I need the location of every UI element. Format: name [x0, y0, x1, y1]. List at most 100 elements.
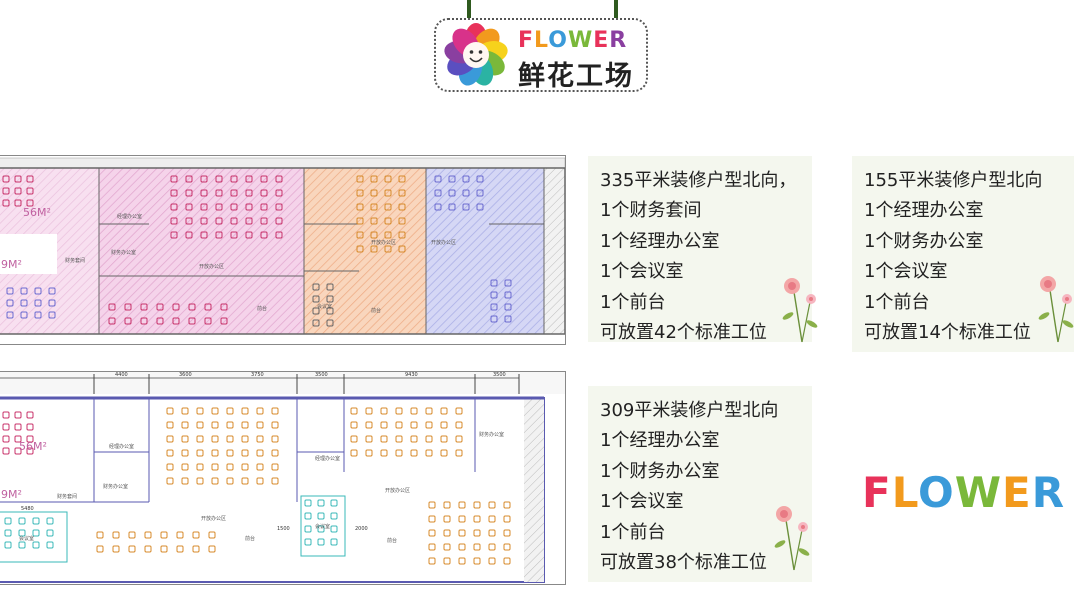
desk — [490, 279, 498, 287]
desk — [443, 515, 451, 523]
desk — [172, 303, 180, 311]
desk — [215, 175, 223, 183]
logo-wordmark-cn: 鲜花工场 — [518, 61, 634, 92]
desk — [410, 435, 418, 443]
desk — [356, 231, 364, 239]
desk — [2, 411, 10, 419]
desk — [384, 175, 392, 183]
desk — [458, 501, 466, 509]
card1-line-5: 可放置42个标准工位 — [600, 322, 767, 344]
flower-wordmark-letter: E — [1002, 468, 1032, 517]
desk — [32, 541, 40, 549]
desk — [200, 175, 208, 183]
card3-line-5: 可放置38个标准工位 — [600, 552, 767, 574]
flower-sprig-icon — [774, 506, 810, 571]
desk — [96, 531, 104, 539]
plan2-dim-4: 9430 — [405, 372, 418, 378]
desk — [326, 307, 334, 315]
plan1-label-reception2: 前台 — [371, 307, 381, 314]
desk — [14, 435, 22, 443]
desk — [365, 421, 373, 429]
desk — [256, 463, 264, 471]
desk — [473, 501, 481, 509]
desk — [256, 435, 264, 443]
desk — [196, 421, 204, 429]
plan1-area-56: 56M² — [23, 206, 51, 219]
plan1-label-open3: 开放办公区 — [431, 239, 456, 246]
desk — [488, 515, 496, 523]
desk — [26, 175, 34, 183]
desk — [144, 545, 152, 553]
desk — [226, 463, 234, 471]
desk — [204, 317, 212, 325]
desk — [271, 477, 279, 485]
desk — [160, 545, 168, 553]
desk — [312, 295, 320, 303]
desk — [462, 189, 470, 197]
desk — [398, 245, 406, 253]
desk — [504, 315, 512, 323]
desk — [32, 529, 40, 537]
desk — [398, 231, 406, 239]
desk — [458, 543, 466, 551]
desk — [200, 217, 208, 225]
desk — [443, 543, 451, 551]
desk — [356, 175, 364, 183]
desk — [18, 517, 26, 525]
desk — [2, 175, 10, 183]
desk — [241, 463, 249, 471]
desk — [410, 407, 418, 415]
desk — [176, 531, 184, 539]
plan1-label-suite: 财务套间 — [65, 257, 85, 264]
plan2-label-suite: 财务套间 — [57, 493, 77, 500]
plan2-dim-6: 5480 — [21, 506, 34, 512]
desk — [370, 189, 378, 197]
desk — [428, 529, 436, 537]
desk — [230, 189, 238, 197]
info-card-309: 309平米装修户型北向 1个经理办公室 1个财务办公室 1个会议室 1个前台 可… — [588, 386, 812, 582]
desk — [4, 529, 12, 537]
desk — [215, 203, 223, 211]
info-card-335: 335平米装修户型北向， 1个财务套间 1个经理办公室 1个会议室 1个前台 可… — [588, 156, 812, 343]
desk — [504, 279, 512, 287]
desk — [428, 501, 436, 509]
desk — [241, 407, 249, 415]
flower-wordmark-letter: O — [917, 468, 955, 517]
desk — [275, 189, 283, 197]
flower-sprig-icon — [1038, 276, 1074, 343]
desk — [4, 541, 12, 549]
desk — [473, 557, 481, 565]
desk — [462, 203, 470, 211]
flower-sprig-icon — [782, 278, 818, 343]
desk — [503, 557, 511, 565]
card3-line-0: 309平米装修户型北向 — [600, 400, 779, 421]
desk — [181, 477, 189, 485]
desk — [503, 501, 511, 509]
desk — [140, 317, 148, 325]
plan2-dim-0: 4400 — [115, 372, 128, 378]
desk — [245, 175, 253, 183]
desk — [245, 217, 253, 225]
desk — [443, 501, 451, 509]
desk — [304, 512, 312, 520]
flower-wordmark-letter: R — [1031, 468, 1066, 517]
desk — [370, 245, 378, 253]
card3-line-3: 1个会议室 — [600, 491, 684, 513]
desk — [211, 435, 219, 443]
desk — [350, 435, 358, 443]
desk — [350, 407, 358, 415]
desk — [275, 217, 283, 225]
card1-line-3: 1个会议室 — [600, 261, 684, 283]
plan2-label-meeting: 会议室 — [315, 523, 330, 530]
desk — [211, 421, 219, 429]
desk — [350, 449, 358, 457]
desk — [488, 543, 496, 551]
desk — [192, 531, 200, 539]
desk — [14, 411, 22, 419]
desk — [20, 299, 28, 307]
desk — [124, 303, 132, 311]
desk — [326, 283, 334, 291]
desk — [128, 531, 136, 539]
desk — [260, 217, 268, 225]
desk — [160, 531, 168, 539]
